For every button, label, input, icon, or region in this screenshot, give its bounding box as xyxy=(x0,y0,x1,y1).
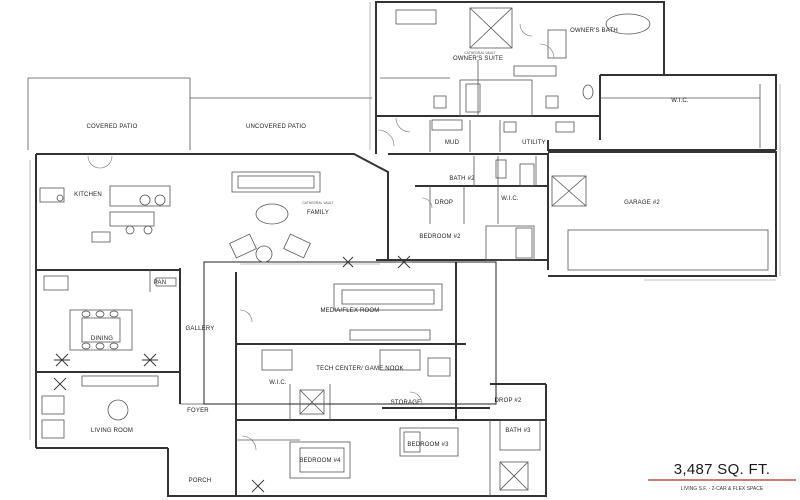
room-label-wic-owner: W.I.C. xyxy=(671,98,689,104)
room-label-owners-bath: OWNER'S BATH xyxy=(570,28,618,34)
walls xyxy=(35,1,777,497)
plant-icons xyxy=(53,255,412,493)
room-label-owners-suite: OWNER'S SUITE xyxy=(453,56,503,62)
room-label-bath3: BATH #3 xyxy=(505,428,531,434)
room-label-kitchen: KITCHEN xyxy=(74,192,102,198)
room-label-utility: UTILITY xyxy=(522,140,546,146)
flex-space-outline xyxy=(203,261,497,405)
room-label-dining: DINING xyxy=(91,336,113,342)
room-sub-cathedral-vault: CATHEDRAL VAULT xyxy=(464,51,496,55)
room-label-drop2: DROP #2 xyxy=(495,398,522,404)
sqft-total: 3,487 SQ. FT. xyxy=(674,461,770,478)
room-label-garage2: GARAGE #2 xyxy=(624,200,660,206)
sqft-badge: 3,487 SQ. FT. LIVING S.F. - 2-CAR & FLEX… xyxy=(648,461,796,492)
sqft-subtitle: LIVING S.F. - 2-CAR & FLEX SPACE xyxy=(681,486,764,492)
room-label-covered-patio: COVERED PATIO xyxy=(86,124,137,130)
room-label-porch: PORCH xyxy=(189,478,212,484)
door-swings xyxy=(87,23,555,451)
room-label-storage: STORAGE xyxy=(391,400,422,406)
room-label-bedroom2: BEDROOM #2 xyxy=(419,234,461,240)
room-label-bath2: BATH #2 xyxy=(449,176,475,182)
room-label-foyer: FOYER xyxy=(187,408,209,414)
room-label-media: MEDIA/FLEX ROOM xyxy=(320,308,379,314)
room-label-living: LIVING ROOM xyxy=(91,428,133,434)
fixtures xyxy=(39,7,769,491)
room-label-pan: PAN xyxy=(154,280,167,286)
room-label-bedroom3: BEDROOM #3 xyxy=(407,442,449,448)
room-label-mud: MUD xyxy=(445,140,460,146)
room-label-uncovered-patio: UNCOVERED PATIO xyxy=(246,124,306,130)
room-label-drop: DROP xyxy=(435,200,453,206)
room-labels: OWNER'S BATH CATHEDRAL VAULT OWNER'S SUI… xyxy=(74,28,689,484)
room-label-wic2: W.I.C. xyxy=(501,196,519,202)
room-label-family: FAMILY xyxy=(307,210,329,216)
wall-details xyxy=(27,60,761,496)
dimension-lines xyxy=(29,2,781,440)
room-label-gallery: GALLERY xyxy=(186,326,215,332)
room-sub-family-vault: CATHEDRAL VAULT xyxy=(302,201,334,205)
room-label-tech: TECH CENTER/ GAME NOOK xyxy=(316,366,403,372)
room-label-wic3: W.I.C. xyxy=(269,380,287,386)
room-label-bedroom4: BEDROOM #4 xyxy=(299,458,341,464)
